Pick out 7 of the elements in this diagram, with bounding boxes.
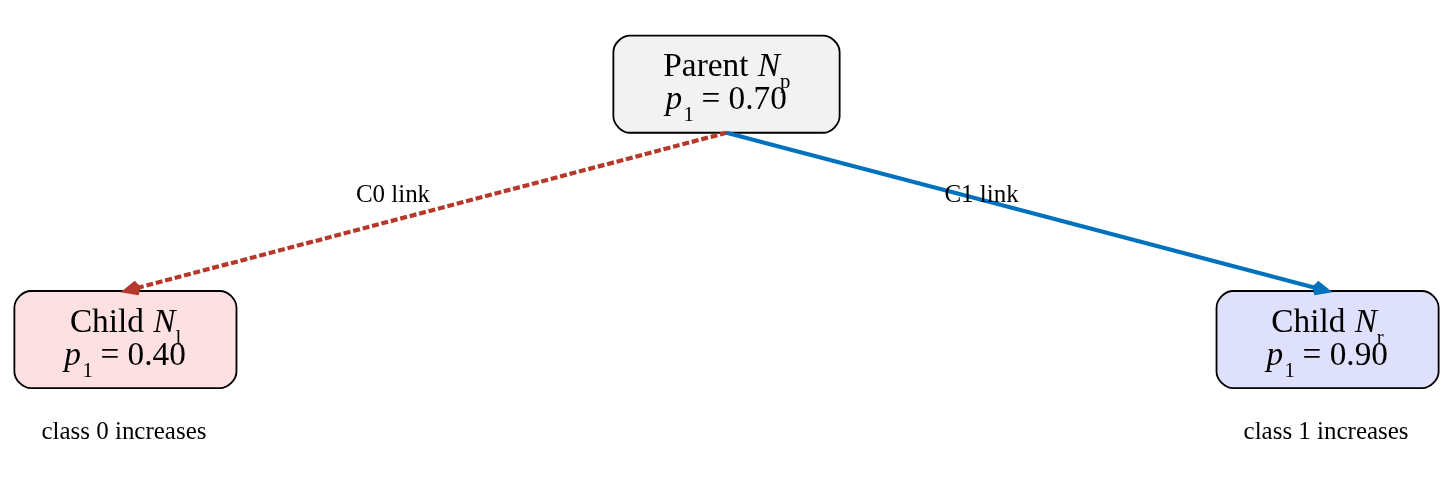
node-label: class 1 increases [1243,416,1409,444]
node-box: Child N$_{r}$ p$_{1}$ = 0.90 [1215,289,1440,389]
node-label: class 0 increases [41,416,207,444]
arrow [725,130,1330,295]
edge-label: C0 link [355,179,431,207]
node-box: Child N$_{l}$ p$_{1}$ = 0.40 [13,289,238,389]
arrow [123,130,728,295]
